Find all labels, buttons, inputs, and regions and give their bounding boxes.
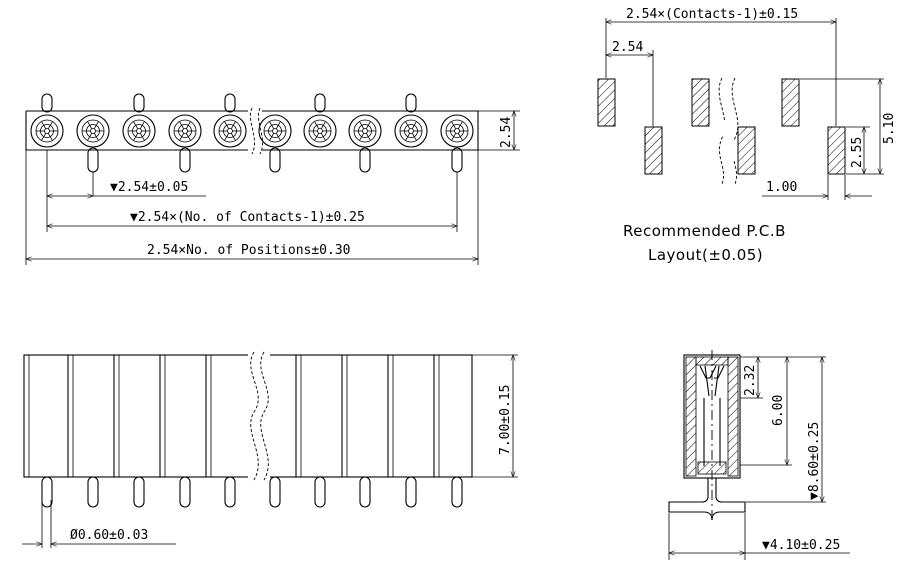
front-pin — [314, 476, 326, 508]
top-pin — [133, 93, 145, 113]
front-pin — [269, 476, 281, 508]
front-dim-label-pin: Ø0.60±0.03 — [70, 528, 148, 543]
side-dim-label-depth: 6.00 — [771, 395, 786, 426]
side-view: 2.32 6.00 ▼8.60±0.25 ▼4.10±0.25 — [668, 350, 850, 560]
pcb-dim-label-pitch: 2.54 — [612, 40, 643, 55]
pcb-dim-label-row-span: 5.10 — [882, 113, 897, 144]
pcb-caption-line2: Layout(±0.05) — [648, 246, 763, 264]
top-pin — [451, 147, 463, 173]
pcb-layout: 2.54×(Contacts-1)±0.15 2.54 1.00 2.55 5.… — [597, 7, 897, 264]
dim-label-pitch: ▼2.54±0.05 — [110, 180, 188, 195]
pcb-pad — [691, 78, 710, 127]
top-pin — [41, 93, 53, 113]
contact-outer — [258, 114, 292, 148]
front-view-pins — [41, 476, 463, 508]
top-housing — [26, 110, 479, 151]
top-view-contacts — [30, 114, 474, 148]
pcb-dim-label-pad-width: 1.00 — [766, 180, 797, 195]
pcb-dim-label-total: 2.54×(Contacts-1)±0.15 — [626, 7, 798, 22]
contact-outer — [122, 114, 156, 148]
front-pin — [405, 476, 417, 508]
front-pin — [87, 476, 99, 508]
contact-outer — [168, 114, 202, 148]
contact-outer — [348, 114, 382, 148]
front-pin — [359, 476, 371, 508]
pcb-pad — [827, 126, 846, 175]
side-dim-label-foot: ▼4.10±0.25 — [762, 538, 840, 553]
top-view-body — [25, 107, 479, 155]
side-dim-label-total: ▼8.60±0.25 — [807, 422, 822, 500]
front-pin — [179, 476, 191, 508]
top-pin — [359, 147, 371, 173]
front-pin — [451, 476, 463, 508]
dim-label-positions: 2.54×No. of Positions±0.30 — [147, 243, 351, 258]
contact-outer — [440, 114, 474, 148]
contact-outer — [30, 114, 64, 148]
front-dim-label-height: 7.00±0.15 — [498, 385, 513, 455]
front-pin — [133, 476, 145, 508]
top-view-pins — [41, 93, 463, 173]
top-pin — [87, 147, 99, 173]
front-pin — [224, 476, 236, 508]
dim-label-top-height: 2.54 — [499, 117, 514, 148]
pcb-pad — [737, 126, 756, 175]
top-pin — [314, 93, 326, 113]
pcb-pad — [781, 78, 800, 127]
pcb-dim-label-offset: 2.55 — [850, 137, 865, 168]
contact-outer — [303, 114, 337, 148]
dim-label-contacts: ▼2.54×(No. of Contacts-1)±0.25 — [130, 210, 365, 225]
front-pin — [41, 476, 53, 508]
side-dim-label-top: 2.32 — [743, 365, 758, 396]
top-break-line — [250, 107, 255, 155]
pcb-pad — [644, 126, 663, 175]
contact-outer — [76, 114, 110, 148]
top-view: ▼2.54±0.05 ▼2.54×(No. of Contacts-1)±0.2… — [25, 93, 520, 265]
pcb-pad — [597, 78, 616, 127]
front-view: 7.00±0.15 Ø0.60±0.03 — [22, 351, 518, 548]
top-pin — [269, 147, 281, 173]
top-pin — [179, 147, 191, 173]
contact-outer — [213, 114, 247, 148]
top-pin — [224, 93, 236, 113]
front-break-line — [250, 351, 259, 481]
top-pin — [405, 93, 417, 113]
pcb-caption-line1: Recommended P.C.B — [623, 222, 786, 240]
contact-outer — [394, 114, 428, 148]
front-view-body — [23, 351, 473, 481]
